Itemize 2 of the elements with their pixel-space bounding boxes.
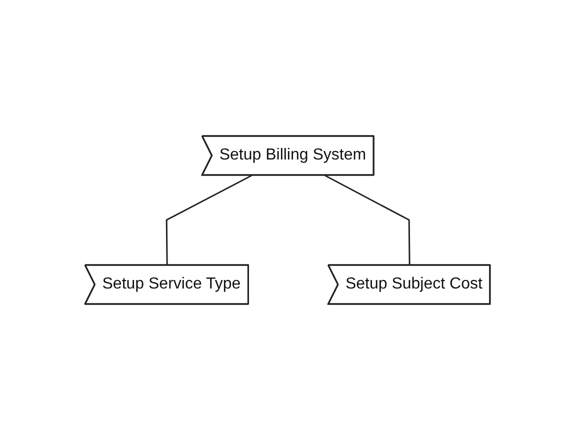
connector (324, 174, 410, 265)
connector (166, 174, 252, 266)
